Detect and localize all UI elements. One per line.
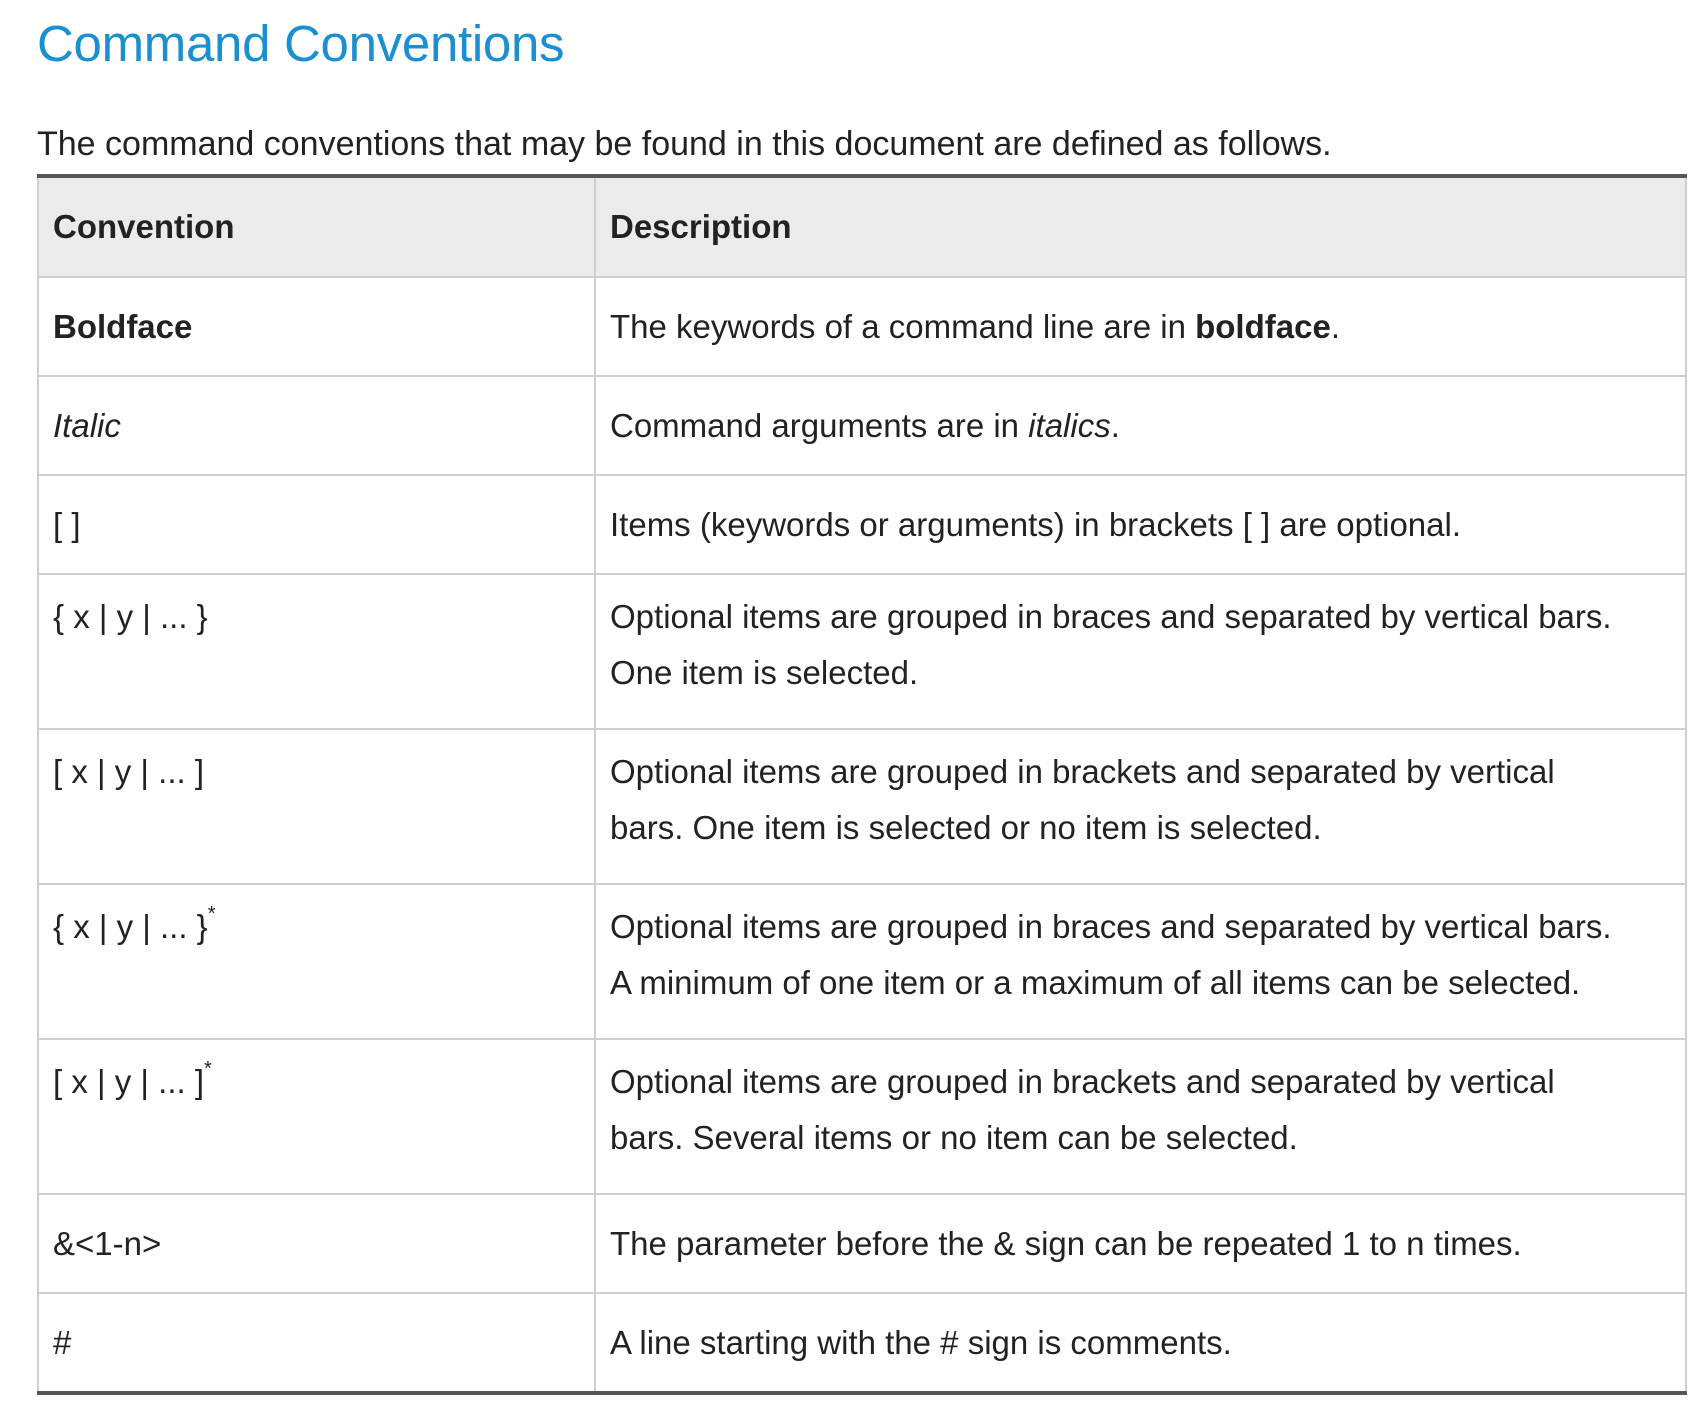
description-cell: Optional items are grouped in brackets a… bbox=[594, 729, 1687, 885]
description-line: A minimum of one item or a maximum of al… bbox=[610, 964, 1581, 1001]
column-header-description: Description bbox=[594, 176, 1687, 278]
description-line: Optional items are grouped in brackets a… bbox=[610, 1063, 1555, 1100]
page-title: Command Conventions bbox=[37, 15, 565, 72]
description-line: Optional items are grouped in braces and… bbox=[610, 908, 1612, 945]
column-header-convention: Convention bbox=[37, 176, 596, 278]
convention-cell: &<1-n> bbox=[37, 1194, 596, 1294]
convention-cell: Boldface bbox=[37, 277, 596, 377]
description-emphasis: boldface bbox=[1195, 307, 1331, 345]
table-row: # A line starting with the # sign is com… bbox=[37, 1293, 1687, 1394]
document-page: Command Conventions The command conventi… bbox=[37, 0, 1687, 1395]
convention-cell: { x | y | ... } bbox=[37, 574, 596, 730]
description-line: bars. One item is selected or no item is… bbox=[610, 809, 1322, 846]
description-line: bars. Several items or no item can be se… bbox=[610, 1119, 1298, 1156]
convention-cell: # bbox=[37, 1293, 596, 1394]
convention-text: [ x | y | ... ] bbox=[53, 1063, 204, 1100]
convention-cell: { x | y | ... }* bbox=[37, 884, 596, 1040]
description-line: Optional items are grouped in braces and… bbox=[610, 598, 1612, 635]
description-cell: The parameter before the & sign can be r… bbox=[594, 1194, 1687, 1294]
convention-cell: [ x | y | ... ]* bbox=[37, 1039, 596, 1195]
convention-cell: [ ] bbox=[37, 475, 596, 575]
table-row: &<1-n> The parameter before the & sign c… bbox=[37, 1194, 1687, 1294]
description-text: . bbox=[1330, 307, 1340, 345]
table-header-row: Convention Description bbox=[37, 176, 1687, 278]
intro-paragraph: The command conventions that may be foun… bbox=[37, 125, 1332, 163]
table-row: [ ] Items (keywords or arguments) in bra… bbox=[37, 475, 1687, 575]
description-cell: Items (keywords or arguments) in bracket… bbox=[594, 475, 1687, 575]
description-cell: Command arguments are in italics. bbox=[594, 376, 1687, 476]
superscript-asterisk: * bbox=[207, 903, 216, 925]
table-row: Italic Command arguments are in italics. bbox=[37, 376, 1687, 476]
description-cell: A line starting with the # sign is comme… bbox=[594, 1293, 1687, 1394]
description-text: . bbox=[1110, 406, 1120, 444]
convention-cell: Italic bbox=[37, 376, 596, 476]
convention-text: { x | y | ... } bbox=[53, 908, 208, 945]
table-row: [ x | y | ... ] Optional items are group… bbox=[37, 729, 1687, 885]
conventions-table: Convention Description Boldface The keyw… bbox=[37, 174, 1687, 1395]
table-row: Boldface The keywords of a command line … bbox=[37, 277, 1687, 377]
description-cell: The keywords of a command line are in bo… bbox=[594, 277, 1687, 377]
description-text: The keywords of a command line are in bbox=[610, 307, 1196, 345]
table-row: { x | y | ... } Optional items are group… bbox=[37, 574, 1687, 730]
description-cell: Optional items are grouped in braces and… bbox=[594, 574, 1687, 730]
description-emphasis: italics bbox=[1028, 406, 1111, 444]
table-row: [ x | y | ... ]* Optional items are grou… bbox=[37, 1039, 1687, 1195]
description-line: Optional items are grouped in brackets a… bbox=[610, 753, 1555, 790]
superscript-asterisk: * bbox=[204, 1058, 212, 1080]
description-cell: Optional items are grouped in brackets a… bbox=[594, 1039, 1687, 1195]
description-line: One item is selected. bbox=[610, 654, 919, 691]
description-text: Command arguments are in bbox=[610, 406, 1029, 444]
table-row: { x | y | ... }* Optional items are grou… bbox=[37, 884, 1687, 1040]
convention-cell: [ x | y | ... ] bbox=[37, 729, 596, 885]
description-cell: Optional items are grouped in braces and… bbox=[594, 884, 1687, 1040]
